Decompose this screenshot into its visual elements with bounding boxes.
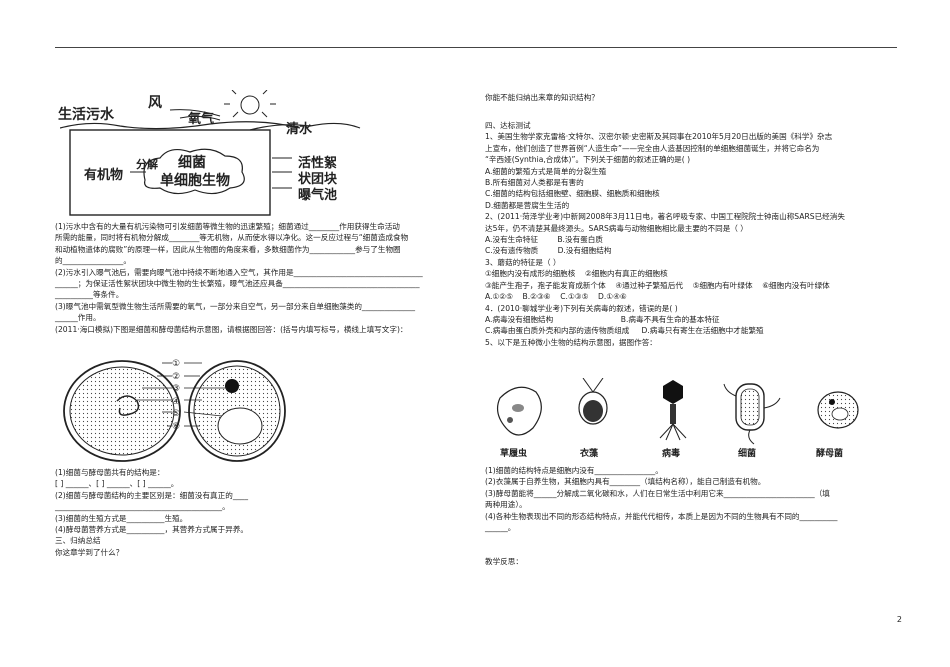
right-questions-2: 四、达标测试 1、美国生物学家克雷格·文特尔、汉密尔顿·史密斯及其同事在2010… [485,120,900,348]
label-wind: 风 [148,95,162,111]
organism-label-virus: 病毒 [662,449,681,459]
label-decompose: 分解 [136,158,158,171]
cell-label-2: ② [172,371,181,382]
text-line: 达5年，仍不清楚其最终源头。SARS病毒与动物细胞相比最主要的不同是（ ） [485,223,748,233]
cell-label-5: ⑤ [172,409,181,419]
option-line: A.细菌的繁殖方式是简单的分裂生殖 [485,166,607,176]
organism-label-bacterium: 细菌 [738,449,757,459]
option-line: A.病毒没有细胞结构 B.病毒不具有生命的基本特征 [485,314,720,324]
text-line: (2)衣藻属于自养生物，其细胞内具有________（填结构名称），能自己制造有… [485,477,766,487]
header-rule [55,47,897,48]
cell-number-labels: ① ② ③ ④ ⑤ ⑥ [172,358,180,433]
organisms-diagram [496,378,859,445]
left-questions-2: (1)细菌与酵母菌共有的结构是： [ ] ______、[ ] ______、[… [55,467,465,558]
text-line: 你能不能归纳出来章的知识结构？ [485,93,599,102]
text-line: (3)曝气池中需氧型微生物生活所需要的氧气，一部分来自空气，另一部分来自单细胞藻… [55,301,416,311]
section-heading: 三、归纳总结 [55,536,101,546]
label-floc1: 活性絮 [298,156,338,171]
cell-label-4: ④ [172,396,181,407]
text-line: (3)细菌的生殖方式是__________生殖。 [55,513,188,523]
text-line: ________________________________________… [55,502,230,512]
text-line: (4)各种生物表现出不同的形态结构特点，并能代代相传，本质上是因为不同的生物具有… [485,511,838,521]
text-line: 1、美国生物学家克雷格·文特尔、汉密尔顿·史密斯及其同事在2010年5月20日出… [485,132,833,142]
label-oxygen: 氧气 [188,112,215,127]
text-line: (3)酵母菌能将______分解成二氧化碳和水，人们在日常生活中利用它来____… [485,488,830,498]
text-line: 和动植物遗体的腐败”的原理一样，因此从生物圈的角度来看，多数细菌作为______… [55,244,401,254]
cell-label-3: ③ [172,384,181,394]
cell-label-1: ① [172,359,181,369]
text-line: (2011·海口模拟)下图是细菌和酵母菌结构示意图，请根据图回答：(括号内填写标… [55,324,408,334]
option-line: A.没有生命特征 B.没有蛋白质 [485,235,603,245]
right-questions-3: (1)细菌的结构特点是细胞内没有________________。 (2)衣藻属… [485,465,900,533]
option-line: C.没有遗传物质 D.没有细胞结构 [485,246,612,256]
label-sewage: 生活污水 [58,107,114,123]
text-line: ______；为保证活性絮状团块中微生物的生长繁殖，曝气池还应具备_______… [55,279,420,289]
option-line: C.病毒由蛋白质外壳和内部的遗传物质组成 D.病毒只有寄生在活细胞中才能繁殖 [485,326,764,336]
text-line: 教学反思： [485,557,523,566]
label-single-cell: 单细胞生物 [160,173,230,189]
option-line: B.所有细菌对人类都是有害的 [485,178,584,188]
text-line: (2)污水引入曝气池后，需要向曝气池中持续不断地通入空气，其作用是_______… [55,267,423,277]
text-line: (1)细菌与酵母菌共有的结构是： [55,468,165,477]
left-questions-1: (1)污水中含有的大量有机污染物可引发细菌等微生物的迅速繁殖；细菌通过_____… [55,221,465,335]
label-organic: 有机物 [84,168,124,183]
text-line: 2、(2011·菏泽学业考)中新网2008年3月11日电，著名呼吸专家、中国工程… [485,212,845,222]
text-line: __________等条件。 [55,290,124,300]
label-clear-water: 清水 [286,122,313,137]
text-line: 所需的能量，同时将有机物分解成________等无机物，从而使水得以净化。这一反… [55,233,409,243]
text-line: (1)污水中含有的大量有机污染物可引发细菌等微生物的迅速繁殖；细菌通过_____… [55,222,400,231]
sewage-treatment-diagram [60,90,361,216]
text-line: (4)酵母菌营养方式是__________，其营养方式属于异养。 [55,525,249,535]
option-line: D.细菌都是营腐生生活的 [485,200,570,210]
cell-label-6: ⑥ [172,421,181,432]
organism-label-chlamydomonas: 衣藻 [580,449,599,459]
text-line: (1)细菌的结构特点是细胞内没有________________。 [485,466,663,475]
right-questions-1: 你能不能归纳出来章的知识结构？ [485,92,900,103]
text-line: 两种用途）。 [485,500,527,510]
text-line: 上宣布，他们创造了世界首例“人造生命”——完全由人造基因控制的单细胞细菌诞生，并… [485,143,820,153]
label-floc2: 状团块 [298,172,338,187]
label-bacteria: 细菌 [178,155,206,171]
text-line: (2)细菌与酵母菌结构的主要区别是：细菌没有真正的____ [55,490,249,500]
text-line: [ ] ______、[ ] ______、[ ] ______。 [55,479,179,489]
text-line: “辛西娅(Synthia,合成体)”。下列关于细菌的叙述正确的是( ) [485,155,691,165]
section-heading: 四、达标测试 [485,121,531,130]
option-line: ①细胞内没有成形的细胞核 ②细胞内有真正的细胞核 [485,269,668,279]
organism-label-paramecium: 草履虫 [500,449,528,459]
text-line: ______。 [485,523,516,533]
text-line: 3、蘑菇的特征是（ ） [485,257,561,267]
reflection: 教学反思： [485,556,900,567]
text-line: 5、以下是五种微小生物的结构示意图，据图作答： [485,337,657,347]
cell-diagram [63,360,286,462]
option-line: ③能产生孢子，孢子能发育成新个体 ④通过种子繁殖后代 ⑤细胞内有叶绿体 ⑥细胞内… [485,280,830,290]
option-line: A.①②⑤ B.②③⑥ C.①③⑤ D.①④⑥ [485,292,627,302]
text-line: ______作用。 [55,313,101,323]
label-pond: 曝气池 [298,188,338,203]
page-number: 2 [896,615,902,624]
text-line: 你这章学到了什么？ [55,547,124,557]
option-line: C.细菌的结构包括细胞壁、细胞膜、细胞质和细胞核 [485,189,660,199]
text-line: 的________________。 [55,256,131,266]
text-line: 4．(2010·聊城学业考)下列有关病毒的叙述，错误的是( ) [485,303,678,313]
organism-label-yeast: 酵母菌 [816,449,844,459]
